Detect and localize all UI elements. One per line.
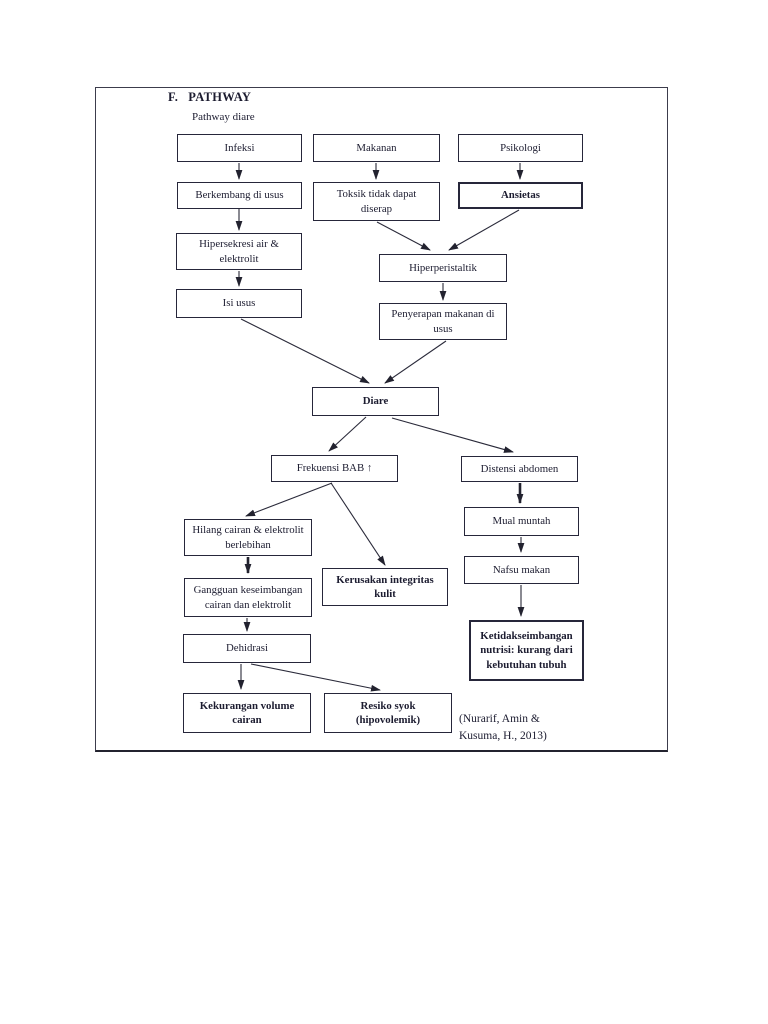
section-letter: F. — [168, 90, 179, 104]
flow-node-berkembang-di-usus: Berkembang di usus — [177, 182, 302, 209]
page-subtitle: Pathway diare — [192, 111, 255, 123]
flow-node-hipersekresi: Hipersekresi air & elektrolit — [176, 233, 302, 270]
flow-node-dehidrasi: Dehidrasi — [183, 634, 311, 663]
flow-node-frekuensi-bab: Frekuensi BAB ↑ — [271, 455, 398, 482]
flow-node-ketidakseimbangan-nutrisi: Ketidakseimbangan nutrisi: kurang dari k… — [469, 620, 584, 681]
flow-node-diare: Diare — [312, 387, 439, 416]
flow-node-kerusakan-integritas: Kerusakan integritas kulit — [322, 568, 448, 606]
flow-node-hilang-cairan: Hilang cairan & elektrolit berlebihan — [184, 519, 312, 556]
flow-node-nafsu-makan: Nafsu makan — [464, 556, 579, 584]
flow-node-mual-muntah: Mual muntah — [464, 507, 579, 536]
flow-node-makanan: Makanan — [313, 134, 440, 162]
flow-node-isi-usus: Isi usus — [176, 289, 302, 318]
flow-node-toksik: Toksik tidak dapat diserap — [313, 182, 440, 221]
flow-node-psikologi: Psikologi — [458, 134, 583, 162]
citation-line-1: (Nurarif, Amin & — [459, 713, 540, 725]
section-heading: F. PATHWAY — [168, 90, 251, 105]
flow-node-distensi-abdomen: Distensi abdomen — [461, 456, 578, 482]
flow-node-penyerapan: Penyerapan makanan di usus — [379, 303, 507, 340]
section-title: PATHWAY — [188, 90, 252, 104]
citation: (Nurarif, Amin & Kusuma, H., 2013) — [459, 711, 547, 744]
flow-node-ansietas: Ansietas — [458, 182, 583, 209]
flow-node-resiko-syok: Resiko syok (hipovolemik) — [324, 693, 452, 733]
citation-line-2: Kusuma, H., 2013) — [459, 729, 547, 742]
flow-node-kekurangan-volume: Kekurangan volume cairan — [183, 693, 311, 733]
flow-node-hiperperistaltik: Hiperperistaltik — [379, 254, 507, 282]
flow-node-gangguan-keseimbangan: Gangguan keseimbangan cairan dan elektro… — [184, 578, 312, 617]
flow-node-infeksi: Infeksi — [177, 134, 302, 162]
